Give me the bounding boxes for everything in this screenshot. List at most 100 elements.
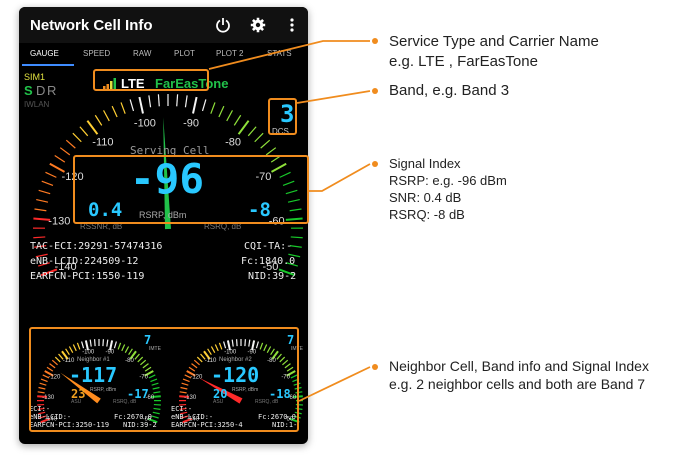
neighbor-1-gauge-tick bbox=[54, 356, 61, 363]
neighbor-2-snr: 20 bbox=[213, 387, 228, 401]
neighbor-1-gauge-tick bbox=[151, 415, 159, 419]
app-title: Network Cell Info bbox=[30, 17, 153, 34]
more-options-icon[interactable] bbox=[284, 17, 300, 33]
main-gauge-tick bbox=[279, 171, 291, 178]
sim-label: SIM1 bbox=[24, 72, 46, 82]
tac-eci-text: TAC-ECI:29291-57474316 bbox=[30, 241, 163, 252]
neighbor-1-enb: eNB-LCID:- bbox=[29, 413, 72, 421]
tab-stats[interactable]: STATS bbox=[267, 49, 292, 58]
neighbor-1-gauge-tick bbox=[128, 348, 133, 355]
main-gauge-tick bbox=[33, 236, 46, 239]
neighbor-1-band: 7 bbox=[144, 333, 152, 347]
main-gauge-tick bbox=[38, 262, 50, 267]
neighbor-1-gauge-tick bbox=[46, 366, 54, 372]
neighbor-2-snr-label: ASU bbox=[213, 399, 224, 405]
neighbor-2-eci: ECI:- bbox=[171, 405, 193, 413]
neighbor-1-gauge-tick-label: -110 bbox=[63, 358, 75, 364]
neighbor-1-gauge-tick bbox=[81, 341, 85, 349]
neighbor-1-nid: NID:39-2 bbox=[123, 421, 157, 429]
neighbor-2-gauge-tick bbox=[203, 350, 211, 360]
main-gauge-tick bbox=[103, 110, 110, 122]
neighbor-1-gauge-tick-label: -140 bbox=[45, 417, 58, 423]
neighbor-1-snr: 23 bbox=[71, 387, 86, 401]
tab-raw[interactable]: RAW bbox=[133, 49, 152, 58]
app-bar: Network Cell Info bbox=[19, 7, 308, 43]
main-gauge-tick bbox=[65, 139, 76, 149]
earfcn-pci-text: EARFCN-PCI:1550-119 bbox=[30, 271, 145, 282]
neighbor-2-gauge-tick bbox=[248, 339, 251, 347]
neighbor-2-rsrq-label: RSRQ, dB bbox=[255, 399, 279, 405]
neighbor-2-gauge-tick bbox=[284, 363, 291, 369]
neighbor-1-gauge-tick bbox=[117, 342, 122, 350]
main-gauge-tick-label: -100 bbox=[134, 117, 156, 129]
neighbor-2-gauge-tick bbox=[210, 346, 216, 353]
neighbor-1-gauge-tick bbox=[152, 411, 160, 415]
neighbor-2-gauge-tick bbox=[282, 359, 289, 366]
gear-icon[interactable] bbox=[250, 17, 266, 33]
tab-gauge[interactable]: GAUGE bbox=[30, 49, 59, 58]
neighbor-2-earfcn: EARFCN-PCI:3250-4 bbox=[171, 421, 243, 429]
neighbor-2-gauge-tick bbox=[270, 348, 275, 355]
tab-speed[interactable]: SPEED bbox=[83, 49, 111, 58]
neighbor-1-gauge-tick bbox=[144, 370, 154, 377]
fc-text: Fc:1840.0 bbox=[241, 256, 296, 267]
neighbor-2-gauge-tick bbox=[251, 340, 256, 351]
main-gauge-tick bbox=[38, 189, 51, 195]
main-gauge-tick-label: -140 bbox=[55, 261, 77, 273]
neighbor-1-rsrq: -17 bbox=[127, 387, 149, 401]
band-label: DCS bbox=[272, 127, 289, 136]
neighbor-2-gauge-tick bbox=[231, 339, 234, 347]
neighbor-1-gauge-tick bbox=[144, 366, 152, 372]
main-gauge-tick bbox=[201, 99, 207, 112]
neighbor-1-gauge-tick bbox=[148, 374, 156, 379]
neighbor-2-gauge-tick bbox=[226, 340, 231, 351]
neighbor-highlight-box bbox=[29, 327, 299, 432]
neighbor-2-nid: NID:1- bbox=[272, 421, 298, 429]
main-gauge-tick bbox=[184, 95, 188, 108]
neighbor-1-gauge-tick bbox=[38, 411, 46, 415]
callout-dot-band bbox=[372, 88, 378, 94]
signal-highlight-box bbox=[73, 155, 309, 224]
main-gauge-tick bbox=[226, 110, 233, 122]
neighbor-1-gauge-tick bbox=[49, 363, 56, 369]
neighbor-1-gauge-tick bbox=[37, 391, 45, 394]
neighbor-2-gauge-tick-label: -100 bbox=[224, 349, 237, 355]
gauge-title: Serving Cell bbox=[130, 144, 210, 157]
main-gauge-tick bbox=[289, 208, 302, 212]
main-gauge-tick bbox=[36, 198, 49, 203]
neighbor-1-gauge-tick bbox=[61, 350, 69, 360]
main-gauge-tick bbox=[129, 99, 135, 112]
callout-dot-service bbox=[372, 38, 378, 44]
main-gauge-needle bbox=[163, 117, 171, 230]
neighbor-2-gauge-tick bbox=[186, 370, 196, 377]
main-gauge-tick bbox=[282, 180, 295, 187]
neighbor-2-gauge-tick bbox=[181, 382, 189, 386]
main-gauge-tick bbox=[265, 147, 277, 156]
main-gauge-tick bbox=[138, 96, 144, 114]
power-icon[interactable] bbox=[215, 17, 231, 33]
neighbor-2-gauge-tick bbox=[276, 353, 282, 360]
main-gauge-tick bbox=[233, 114, 242, 126]
neighbor-2-gauge-tick bbox=[214, 344, 219, 352]
neighbor-2-gauge-tick bbox=[223, 341, 227, 349]
neighbor-1-gauge-tick bbox=[68, 346, 74, 353]
tab-bar: GAUGE SPEED RAW PLOT PLOT 2 STATS bbox=[19, 45, 308, 65]
neighbor-2-gauge-tick bbox=[286, 366, 294, 372]
neighbor-2-band: 7 bbox=[287, 333, 295, 347]
main-gauge-tick bbox=[286, 262, 298, 267]
main-gauge-tick bbox=[54, 155, 66, 163]
main-gauge-tick-label: -50 bbox=[262, 261, 278, 273]
tab-plot-2[interactable]: PLOT 2 bbox=[216, 49, 244, 58]
neighbor-2-gauge-tick bbox=[191, 363, 198, 369]
neighbor-1-gauge-tick bbox=[58, 353, 64, 360]
neighbor-2-gauge-tick bbox=[188, 366, 196, 372]
annotation-neighbor-example: e.g. 2 neighbor cells and both are Band … bbox=[389, 376, 646, 392]
tab-plot[interactable]: PLOT bbox=[174, 49, 195, 58]
neighbor-1-gauge-tick-label: -60 bbox=[146, 395, 155, 401]
neighbor-2-gauge-tick bbox=[279, 356, 286, 363]
neighbor-1-rsrp: -117 bbox=[69, 363, 118, 387]
neighbor-1-gauge-tick bbox=[76, 342, 81, 350]
main-gauge-tick bbox=[192, 96, 198, 114]
sim-d-indicator: D bbox=[36, 83, 46, 98]
neighbor-2-gauge-tick bbox=[207, 348, 212, 355]
